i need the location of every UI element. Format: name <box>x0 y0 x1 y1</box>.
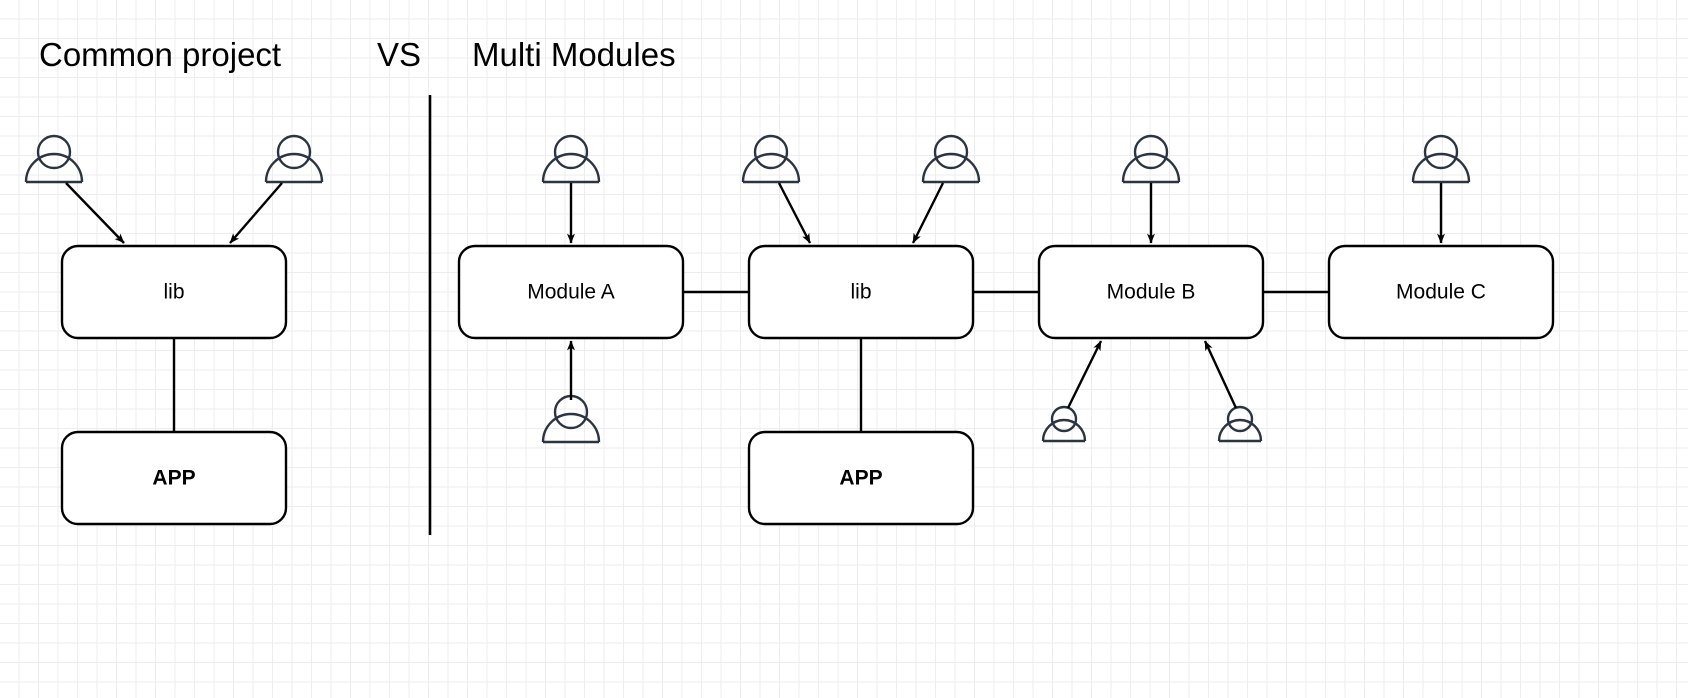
left-actor-2 <box>264 134 324 184</box>
right-lib-label: lib <box>850 281 871 304</box>
module-c-box[interactable]: Module C <box>1327 244 1555 340</box>
actor-lib-left <box>741 134 801 184</box>
actor-module-c-top <box>1411 134 1471 184</box>
right-app-label: APP <box>839 467 882 490</box>
actor-module-a-bottom <box>541 394 601 444</box>
module-a-box[interactable]: Module A <box>457 244 685 340</box>
left-app-box[interactable]: APP <box>60 430 288 526</box>
arrow-to-module-b-right <box>1203 340 1238 409</box>
heading-common-project: Common project <box>39 36 282 73</box>
right-section-group: Module A lib Module B Module C APP <box>457 134 1555 526</box>
left-actor-1 <box>24 134 84 184</box>
actor-module-a-top <box>541 134 601 184</box>
heading-multi-modules: Multi Modules <box>472 36 676 73</box>
right-app-box[interactable]: APP <box>747 430 975 526</box>
heading-vs: VS <box>377 36 422 73</box>
module-b-box[interactable]: Module B <box>1037 244 1265 340</box>
module-b-label: Module B <box>1107 281 1196 304</box>
actor-lib-right <box>921 134 981 184</box>
left-actor-2-to-lib-arrow <box>229 182 283 244</box>
arrow-to-lib-right <box>911 182 945 244</box>
left-lib-label: lib <box>163 281 184 304</box>
left-section-group: lib APP <box>24 134 324 526</box>
actor-module-b-left <box>1041 405 1087 443</box>
arrow-to-module-b-left <box>1066 340 1103 409</box>
left-actor-1-to-lib-arrow <box>65 182 125 244</box>
actor-module-b-right <box>1217 405 1263 443</box>
left-app-label: APP <box>152 467 195 490</box>
right-lib-box[interactable]: lib <box>747 244 975 340</box>
module-a-label: Module A <box>527 281 615 304</box>
actor-module-b-top <box>1121 134 1181 184</box>
left-lib-box[interactable]: lib <box>60 244 288 340</box>
arrow-to-lib-left <box>777 182 812 244</box>
module-c-label: Module C <box>1396 281 1486 304</box>
